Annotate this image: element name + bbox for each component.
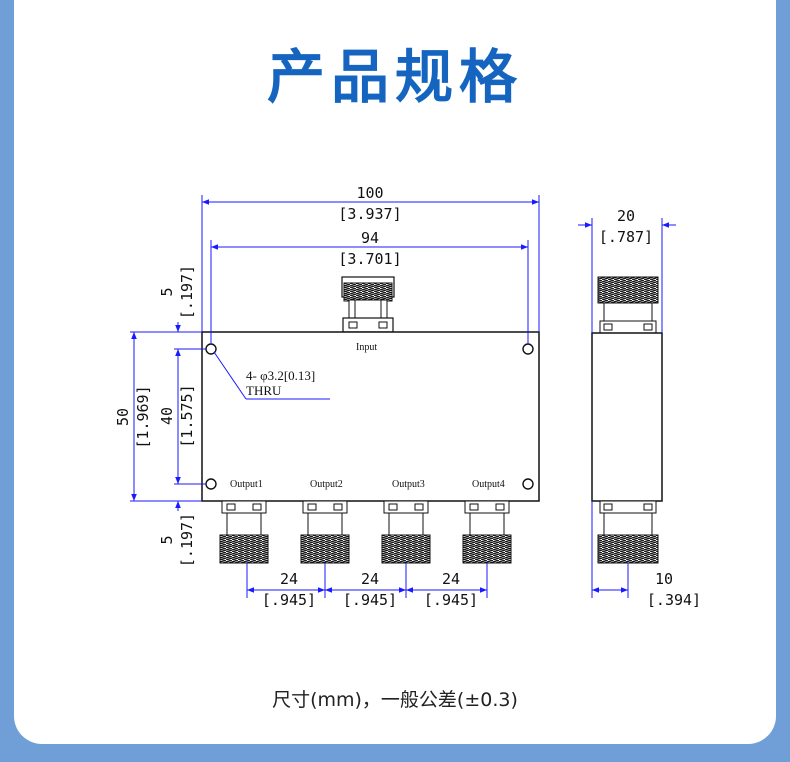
dim-height-mm: 50 <box>114 408 132 426</box>
dim-pitch2-mm: 24 <box>361 570 379 588</box>
dim-top-margin-in: [.197] <box>178 265 196 319</box>
hole-note-thru: THRU <box>246 383 282 398</box>
front-view: Input Output1 Output2 Output3 Output4 4-… <box>201 276 540 564</box>
dim-holes-mm: 94 <box>361 229 379 247</box>
dim-height-in: [1.969] <box>134 385 152 448</box>
side-body <box>591 332 663 502</box>
dim-pitch3-mm: 24 <box>442 570 460 588</box>
output3-label: Output3 <box>392 479 425 490</box>
dim-holes-v-in: [1.575] <box>178 384 196 447</box>
dim-top-margin-mm: 5 <box>158 287 176 296</box>
dim-pitch2-in: [.945] <box>343 591 397 609</box>
dim-width-mm: 100 <box>356 184 383 202</box>
dim-width-in: [3.937] <box>338 205 401 223</box>
output1-label: Output1 <box>230 479 263 490</box>
dim-pitch1-mm: 24 <box>280 570 298 588</box>
dim-side-offset-in: [.394] <box>647 591 701 609</box>
dim-side-mm: 20 <box>617 207 635 225</box>
input-label: Input <box>356 342 377 353</box>
side-dimensions: 20 [.787] 10 [.394] <box>578 207 701 609</box>
page-title: 产品规格 <box>266 43 523 111</box>
dim-side-offset-mm: 10 <box>655 570 673 588</box>
dim-pitch1-in: [.945] <box>262 591 316 609</box>
dimension-drawing: Input Output1 Output2 Output3 Output4 4-… <box>114 184 701 609</box>
side-view <box>591 276 663 564</box>
tolerance-caption: 尺寸(mm)，一般公差(±0.3) <box>272 689 518 711</box>
dim-holes-in: [3.701] <box>338 250 401 268</box>
front-dimensions: 100 [3.937] 94 [3.701] 50 [1.969] 40 [1.… <box>114 184 540 609</box>
dim-pitch3-in: [.945] <box>424 591 478 609</box>
splitter-body <box>201 331 540 502</box>
dim-holes-v-mm: 40 <box>158 407 176 425</box>
hole-note: 4- φ3.2[0.13] <box>246 368 315 383</box>
input-connector <box>341 276 395 333</box>
dim-side-in: [.787] <box>599 228 653 246</box>
content-card: 产品规格 <box>14 0 776 744</box>
output-connectors <box>219 500 512 564</box>
output2-label: Output2 <box>310 479 343 490</box>
output4-label: Output4 <box>472 479 505 490</box>
dim-bottom-margin-mm: 5 <box>158 535 176 544</box>
dim-bottom-margin-in: [.197] <box>178 513 196 567</box>
